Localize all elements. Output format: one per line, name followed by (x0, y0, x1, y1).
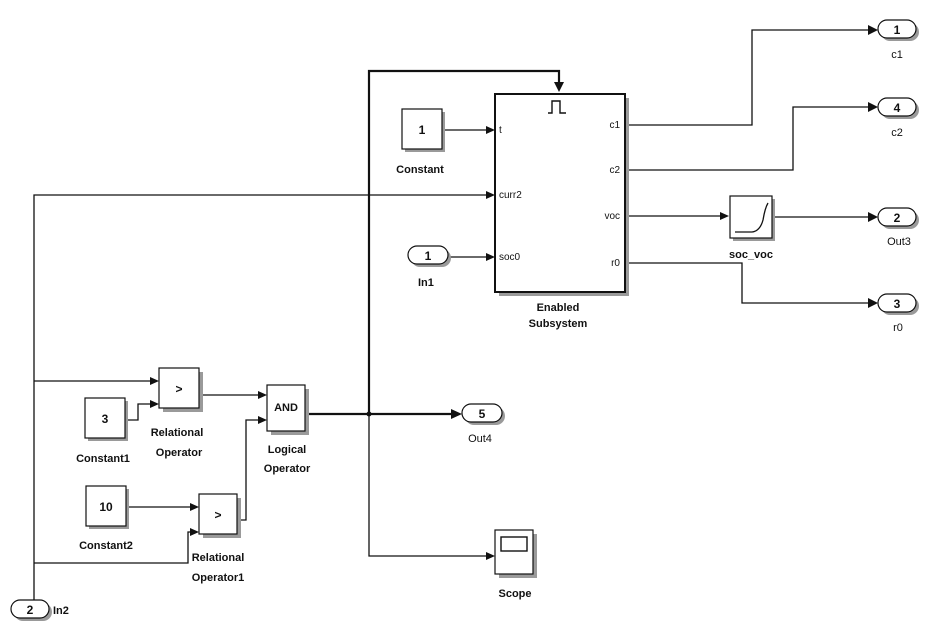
soc-voc-lookup-block[interactable]: soc_voc (729, 195, 775, 261)
subsystem-label-line1: Enabled (537, 302, 580, 314)
logical-op-symbol: AND (274, 402, 298, 414)
scope-block[interactable]: Scope (494, 529, 537, 600)
wire-constant1-to-relop[interactable] (126, 403, 150, 421)
constant2-value: 10 (99, 500, 113, 514)
relop-label-line2: Operator (156, 447, 203, 459)
constant2-label: Constant2 (79, 540, 133, 552)
relop1-symbol: > (214, 508, 221, 522)
lookup-curve-icon (735, 202, 769, 233)
constant-label: Constant (396, 164, 444, 176)
out-c2-port[interactable]: 4 c2 (877, 97, 919, 139)
out-c2-number: 4 (894, 101, 901, 115)
out4-number: 5 (479, 407, 486, 421)
wire-in2-to-relop1[interactable] (34, 531, 191, 564)
wire-r0-to-out[interactable] (624, 262, 868, 304)
out3-number: 2 (894, 211, 901, 225)
constant-value: 1 (419, 123, 426, 137)
relop-symbol: > (175, 382, 182, 396)
out-r0-label: r0 (893, 322, 903, 334)
constant1-value: 3 (102, 412, 109, 426)
enabled-subsystem-block[interactable]: t curr2 soc0 c1 c2 voc r0 Enabled Subsys… (494, 93, 629, 330)
wire-and-to-enable[interactable] (367, 69, 561, 414)
subsystem-label-line2: Subsystem (529, 318, 588, 330)
out3-port[interactable]: 2 Out3 (877, 207, 919, 248)
in2-port[interactable]: 2 In2 (10, 599, 69, 621)
wire-relop1-to-and[interactable] (237, 419, 258, 521)
wire-c1-to-out[interactable] (624, 29, 868, 126)
out-c1-label: c1 (891, 49, 903, 61)
logical-operator-block[interactable]: AND Logical Operator (264, 384, 311, 475)
wire-c2-to-out[interactable] (624, 106, 868, 171)
logical-op-label-line1: Logical (268, 444, 307, 456)
out-c2-label: c2 (891, 127, 903, 139)
in2-label: In2 (53, 605, 69, 617)
constant2-block[interactable]: 10 Constant2 (79, 485, 133, 552)
out-r0-number: 3 (894, 297, 901, 311)
out4-label: Out4 (468, 433, 492, 445)
in2-number: 2 (27, 603, 34, 617)
port-r0: r0 (611, 258, 620, 269)
in1-number: 1 (425, 249, 432, 263)
relop-label-line1: Relational (151, 427, 204, 439)
out3-label: Out3 (887, 236, 911, 248)
port-c2: c2 (609, 165, 620, 176)
enable-pulse-icon (548, 100, 566, 114)
relop1-label-line1: Relational (192, 552, 245, 564)
relational-operator1-block[interactable]: > Relational Operator1 (192, 493, 245, 584)
scope-label: Scope (498, 588, 531, 600)
constant1-label: Constant1 (76, 453, 130, 465)
port-voc: voc (604, 211, 620, 222)
in1-label: In1 (418, 277, 434, 289)
relop1-label-line2: Operator1 (192, 572, 245, 584)
wire-and-to-scope[interactable] (368, 414, 486, 557)
out4-port[interactable]: 5 Out4 (461, 403, 505, 445)
constant1-block[interactable]: 3 Constant1 (76, 397, 130, 465)
out-c1-port[interactable]: 1 c1 (877, 19, 919, 61)
in1-port[interactable]: 1 In1 (407, 245, 451, 289)
wire-in2-trunk[interactable] (33, 194, 486, 600)
port-t: t (499, 125, 502, 136)
port-c1: c1 (609, 120, 620, 131)
constant-block[interactable]: 1 Constant (396, 108, 445, 176)
out-r0-port[interactable]: 3 r0 (877, 293, 919, 334)
relational-operator-block[interactable]: > Relational Operator (151, 367, 204, 459)
soc-voc-label: soc_voc (729, 249, 773, 261)
logical-op-label-line2: Operator (264, 463, 311, 475)
port-soc0: soc0 (499, 252, 521, 263)
scope-screen-icon (500, 536, 528, 552)
port-curr2: curr2 (499, 190, 522, 201)
out-c1-number: 1 (894, 23, 901, 37)
